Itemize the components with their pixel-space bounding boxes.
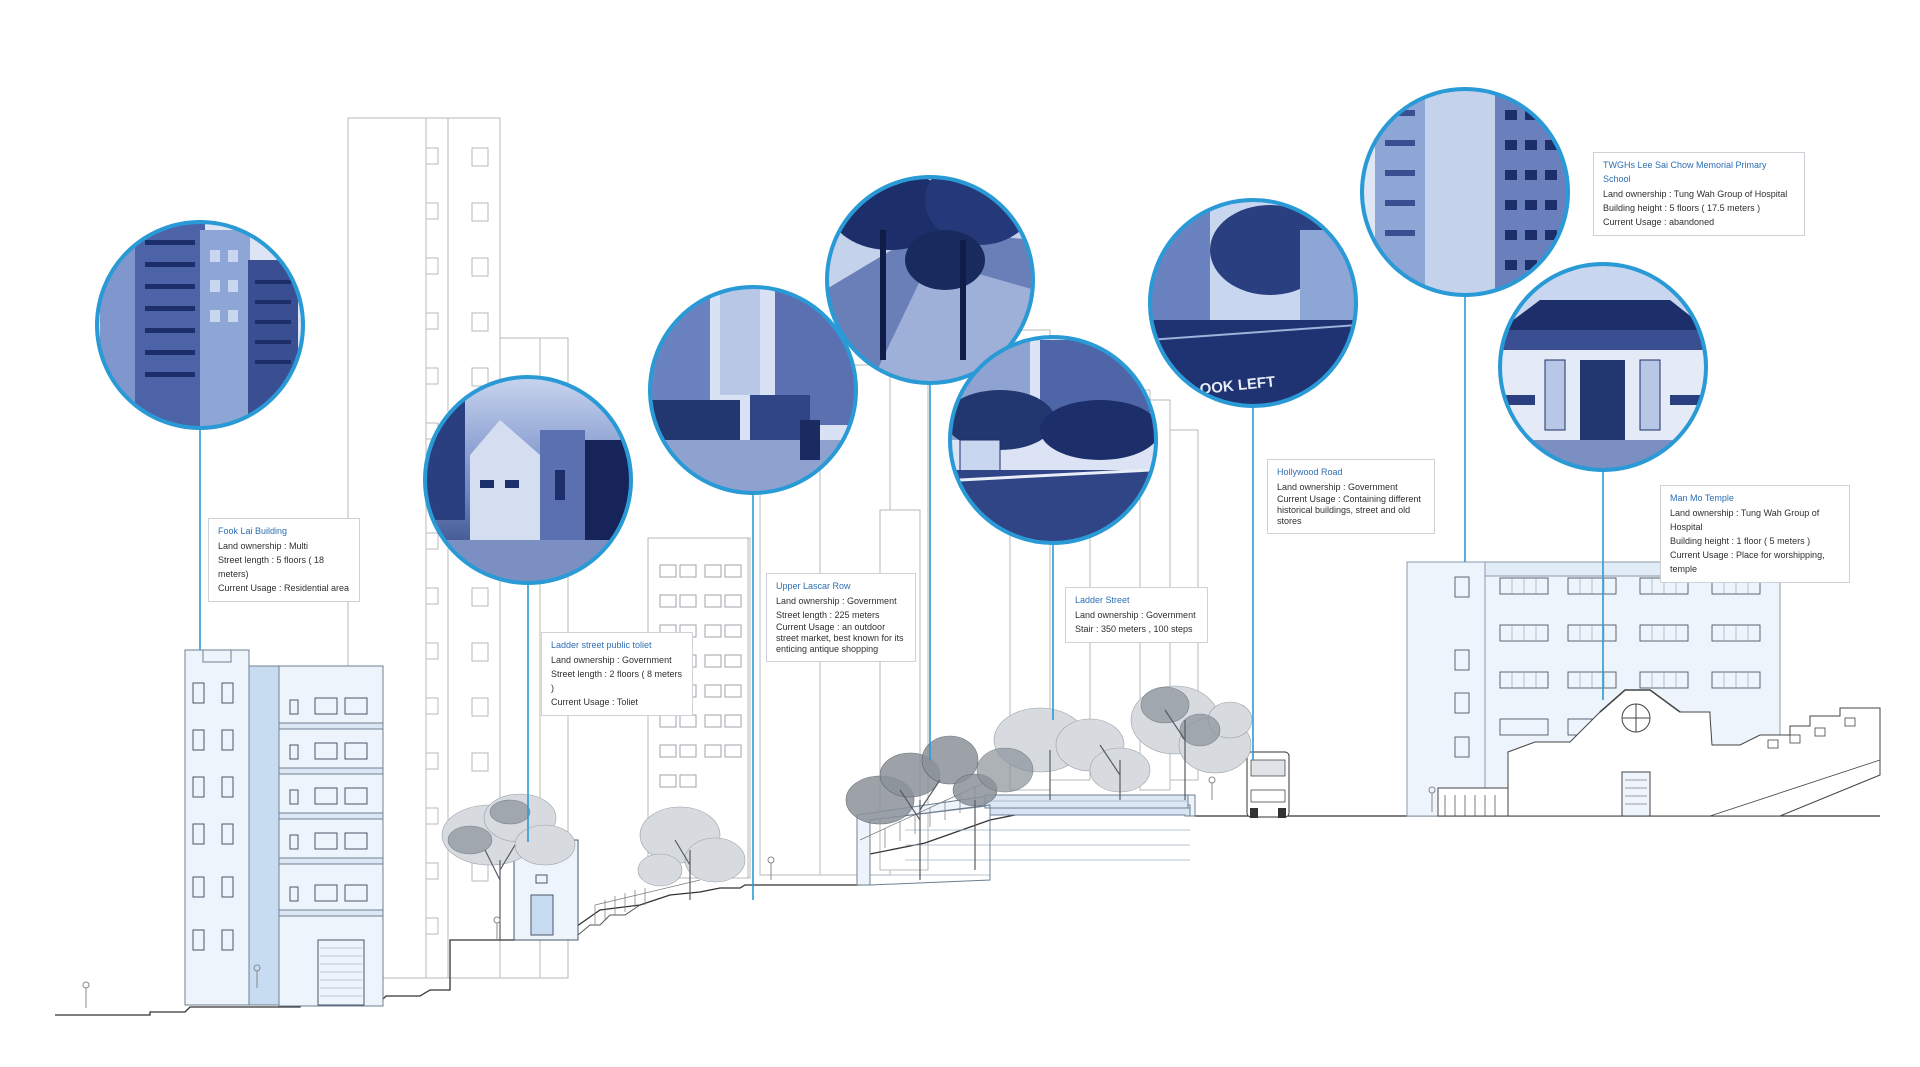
label-line: Building height : 5 floors ( 17.5 meters… — [1603, 203, 1761, 213]
label-title: Hollywood Road — [1277, 467, 1343, 477]
label-line: Land ownership : Government — [776, 596, 897, 606]
label-title: Fook Lai Building — [218, 526, 288, 536]
label-line: Building height : 1 floor ( 5 meters ) — [1670, 536, 1811, 546]
label-line: Street length : 5 floors ( 18 meters) — [218, 555, 325, 579]
label-card-man-mo-temple: Man Mo Temple Land ownership : Tung Wah … — [1660, 485, 1850, 583]
label-line: Street length : 2 floors ( 8 meters ) — [551, 669, 683, 693]
label-line: Land ownership : Tung Wah Group of Hospi… — [1603, 189, 1788, 199]
label-line: Current Usage : Toliet — [551, 697, 638, 707]
photo-man-mo-temple[interactable] — [1498, 262, 1708, 480]
label-line: Land ownership : Government — [1277, 482, 1398, 492]
label-line: Current Usage : Residential area — [218, 583, 350, 593]
leader-lines — [199, 295, 1604, 900]
trees — [441, 685, 1253, 940]
bus — [1246, 751, 1290, 818]
label-card-fook-lai: Fook Lai Building Land ownership : Multi… — [208, 518, 360, 602]
label-card-primary-school: TWGHs Lee Sai Chow Memorial Primary Scho… — [1593, 152, 1805, 236]
label-line: Land ownership : Multi — [218, 541, 309, 551]
label-title: Man Mo Temple — [1670, 493, 1734, 503]
photo-hollywood-road[interactable]: OOK LEFT — [1148, 198, 1360, 410]
label-line: Street length : 225 meters — [776, 610, 880, 620]
label-line: Land ownership : Tung Wah Group of Hospi… — [1670, 508, 1820, 532]
label-line: Land ownership : Government — [1075, 610, 1196, 620]
label-line: Current Usage : an outdoor street market… — [776, 622, 904, 654]
label-title: Ladder street public toliet — [551, 640, 652, 650]
label-card-toilet: Ladder street public toliet Land ownersh… — [541, 632, 693, 716]
label-title: Upper Lascar Row — [776, 581, 851, 591]
label-line: Land ownership : Government — [551, 655, 672, 665]
label-line: Current Usage : abandoned — [1603, 217, 1715, 227]
label-line: Current Usage : Containing different his… — [1277, 494, 1421, 526]
label-card-hollywood-road: Hollywood Road Land ownership : Governme… — [1267, 459, 1435, 534]
label-card-ladder-street: Ladder Street Land ownership : Governmen… — [1065, 587, 1208, 643]
label-line: Current Usage : Place for worshipping, t… — [1670, 550, 1825, 574]
photo-primary-school[interactable] — [1360, 85, 1570, 300]
photo-fook-lai-building[interactable] — [95, 215, 305, 430]
man-mo-temple — [1437, 689, 1881, 817]
label-title: TWGHs Lee Sai Chow Memorial Primary Scho… — [1603, 160, 1767, 184]
label-line: Stair : 350 meters , 100 steps — [1075, 624, 1193, 634]
label-card-upper-lascar: Upper Lascar Row Land ownership : Govern… — [766, 573, 916, 662]
fook-lai-building — [184, 649, 384, 1007]
label-title: Ladder Street — [1075, 595, 1130, 605]
people — [82, 776, 1436, 1008]
